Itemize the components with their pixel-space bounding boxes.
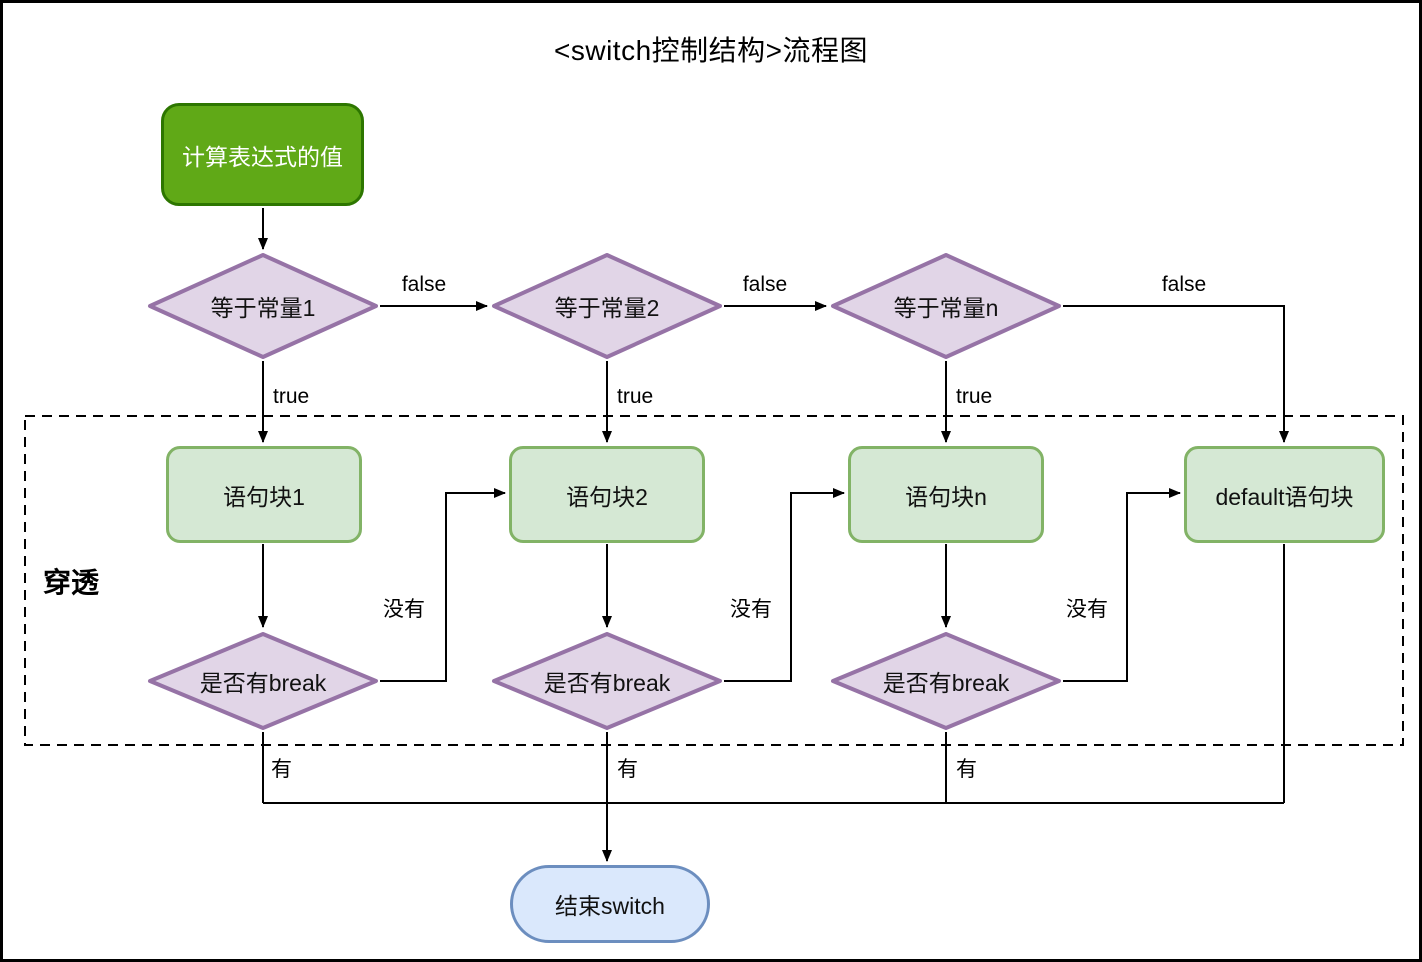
node-default-block: default语句块 xyxy=(1184,446,1385,543)
diamond-shape xyxy=(148,632,378,730)
node-condn: 等于常量n xyxy=(830,252,1062,360)
diamond-shape xyxy=(492,253,722,359)
edge-label-true-3: true xyxy=(956,385,993,408)
edge-label-no-3: 没有 xyxy=(1066,598,1108,621)
node-block1-label: 语句块1 xyxy=(223,483,305,510)
diamond-shape xyxy=(831,632,1061,730)
edge-label-false-1: false xyxy=(401,273,447,296)
edge-break1-no-to-block2 xyxy=(380,488,506,682)
edge-label-true-2: true xyxy=(617,385,654,408)
node-blockn: 语句块n xyxy=(848,446,1044,543)
node-start-label: 计算表达式的值 xyxy=(182,143,343,170)
edge-label-no-1: 没有 xyxy=(383,598,425,621)
edge-label-false-2: false xyxy=(742,273,788,296)
node-cond1-label: 等于常量1 xyxy=(210,295,316,321)
node-break2: 是否有break xyxy=(491,631,723,731)
node-cond1: 等于常量1 xyxy=(147,252,379,360)
node-break1-label: 是否有break xyxy=(199,670,327,696)
fallthrough-region-label: 穿透 xyxy=(43,567,100,598)
diamond-shape xyxy=(492,632,722,730)
edge-label-no-2: 没有 xyxy=(730,598,772,621)
node-break3: 是否有break xyxy=(830,631,1062,731)
diamond-shape xyxy=(148,253,378,359)
node-break3-label: 是否有break xyxy=(882,670,1010,696)
node-block2: 语句块2 xyxy=(509,446,705,543)
edge-label-true-1: true xyxy=(273,385,310,408)
edge-condn-false-to-default xyxy=(1063,305,1289,443)
node-break1: 是否有break xyxy=(147,631,379,731)
diamond-shape xyxy=(831,253,1061,359)
node-block1: 语句块1 xyxy=(166,446,362,543)
node-end-label: 结束switch xyxy=(555,893,665,919)
node-end: 结束switch xyxy=(510,865,710,943)
edge-break2-no-to-blockn xyxy=(724,488,845,682)
edge-label-false-3: false xyxy=(1161,273,1207,296)
node-blockn-label: 语句块n xyxy=(905,483,987,510)
node-cond2: 等于常量2 xyxy=(491,252,723,360)
node-start: 计算表达式的值 xyxy=(161,103,364,206)
edge-label-yes-2: 有 xyxy=(617,758,638,781)
node-break2-label: 是否有break xyxy=(543,670,671,696)
node-default-block-label: default语句块 xyxy=(1215,483,1354,510)
node-cond2-label: 等于常量2 xyxy=(554,295,660,321)
node-condn-label: 等于常量n xyxy=(893,295,999,321)
edge-label-yes-3: 有 xyxy=(956,758,977,781)
edge-break3-no-to-default xyxy=(1063,488,1181,682)
node-block2-label: 语句块2 xyxy=(566,483,648,510)
diagram-title: <switch控制结构>流程图 xyxy=(554,35,868,66)
edge-label-yes-1: 有 xyxy=(271,758,292,781)
